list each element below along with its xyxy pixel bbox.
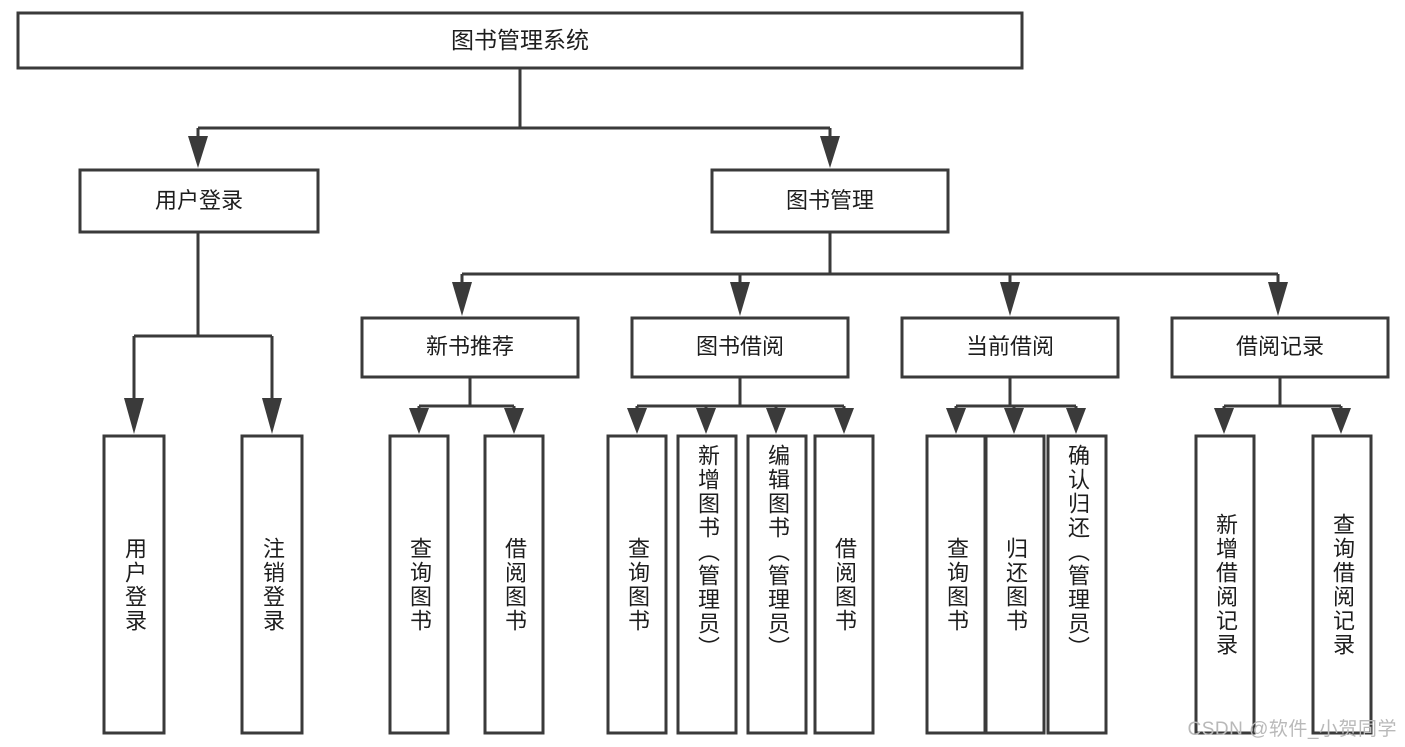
arrow-to-leaf-query-record [1331,408,1351,434]
csdn-watermark: CSDN @软件_小贺同学 [1187,719,1397,740]
node-current-borrow-label: 当前借阅 [966,334,1054,359]
node-current-borrow-box[interactable] [900,316,1120,379]
arrow-to-leaf-borrow-book-1 [504,408,524,434]
arrow-to-book-borrow [730,282,750,316]
leaf-query-book-3-box[interactable] [925,434,987,735]
arrow-to-leaf-edit-book [766,408,786,434]
arrow-to-leaf-confirm-return [1066,408,1086,434]
leaf-logout-login-box[interactable] [240,434,304,735]
connector-group-borrow-record [1214,377,1351,434]
arrow-to-new-book-recommend [452,282,472,316]
leaf-query-book-2-box[interactable] [606,434,668,735]
node-root-box[interactable] [16,11,1024,70]
node-new-book-recommend-label: 新书推荐 [426,334,514,359]
connector-group-new-book-recommend [409,377,524,434]
node-user-login[interactable]: 用户登录 [78,168,320,234]
leaf-return-book-box[interactable] [984,434,1046,735]
node-current-borrow[interactable]: 当前借阅 [900,316,1120,379]
node-root-label: 图书管理系统 [451,27,589,53]
leaf-edit-book-box[interactable] [746,434,808,735]
arrow-to-leaf-add-book [696,408,716,434]
arrow-to-leaf-borrow-book-2 [834,408,854,434]
arrow-to-leaf-query-book-2 [627,408,647,434]
arrow-root-to-user-login [188,136,208,168]
connector-group-book-management [452,232,1288,316]
node-book-borrow-label: 图书借阅 [696,334,784,359]
arrow-to-borrow-record [1268,282,1288,316]
arrow-to-leaf-add-record [1214,408,1234,434]
node-book-management-box[interactable] [710,168,950,234]
node-borrow-record-box[interactable] [1170,316,1390,379]
connector-group-root [188,68,840,168]
node-new-book-recommend-box[interactable] [360,316,580,379]
node-book-management[interactable]: 图书管理 [710,168,950,234]
connector-group-current-borrow [946,377,1086,434]
arrow-to-leaf-query-book-3 [946,408,966,434]
leaf-add-book-box[interactable] [676,434,738,735]
arrow-to-leaf-user-login [124,398,144,434]
arrow-root-to-book-management [820,136,840,168]
node-borrow-record[interactable]: 借阅记录 [1170,316,1390,379]
node-book-management-label: 图书管理 [786,188,874,213]
arrow-to-leaf-return-book [1004,408,1024,434]
node-user-login-box[interactable] [78,168,320,234]
connector-group-book-borrow [627,377,854,434]
arrow-to-leaf-query-book-1 [409,408,429,434]
leaf-boxes [102,434,1373,735]
leaf-user-login-box[interactable] [102,434,166,735]
arrow-to-leaf-logout-login [262,398,282,434]
node-borrow-record-label: 借阅记录 [1236,334,1324,359]
leaf-query-book-1-box[interactable] [388,434,450,735]
node-book-borrow-box[interactable] [630,316,850,379]
node-root[interactable]: 图书管理系统 [16,11,1024,70]
leaf-borrow-book-2-box[interactable] [813,434,875,735]
node-user-login-label: 用户登录 [155,188,243,213]
node-book-borrow[interactable]: 图书借阅 [630,316,850,379]
leaf-query-record-box[interactable] [1311,434,1373,735]
leaf-borrow-book-1-box[interactable] [483,434,545,735]
leaf-confirm-return-box[interactable] [1046,434,1108,735]
node-new-book-recommend[interactable]: 新书推荐 [360,316,580,379]
arrow-to-current-borrow [1000,282,1020,316]
connector-group-user-login [124,232,282,434]
leaf-add-record-box[interactable] [1194,434,1256,735]
